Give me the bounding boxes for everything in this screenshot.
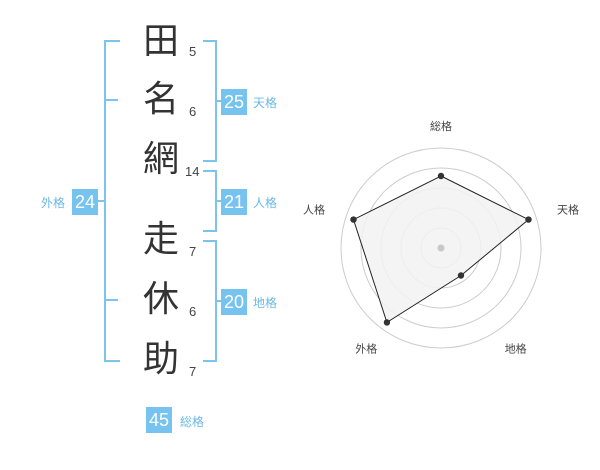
radar-ring (360, 167, 522, 329)
tenkaku-value: 25 (221, 89, 247, 115)
gaikaku-bracket-tick (104, 299, 118, 301)
soukaku-value: 45 (146, 407, 172, 433)
family-stroke-3: 14 (185, 164, 200, 179)
given-stroke-2: 6 (189, 304, 197, 319)
radar-point-5 (350, 216, 357, 223)
radar-ring (340, 147, 542, 349)
radar-axis-label-1: 総格 (430, 119, 452, 133)
chikaku-connector (215, 300, 223, 302)
radar-axis-label-3: 地格 (505, 342, 527, 356)
chikaku-value: 20 (221, 289, 247, 315)
radar-center-dot (437, 244, 445, 252)
family-char-2: 名 (142, 79, 179, 120)
given-char-1: 走 (142, 219, 179, 260)
family-char-3: 網 (142, 139, 179, 180)
tenkaku-label: 天格 (253, 96, 278, 110)
radar-point-3 (457, 272, 465, 279)
gaikaku-bracket-tick (104, 99, 118, 101)
radar-point-2 (525, 216, 532, 223)
jinkaku-value: 21 (221, 189, 247, 215)
radar-point-4 (383, 319, 391, 326)
given-char-3: 助 (142, 339, 179, 380)
radar-points (350, 172, 532, 326)
gaikaku-value: 24 (72, 189, 98, 215)
tenkaku-connector (215, 100, 223, 102)
radar-axis-label-5: 人格 (303, 202, 325, 216)
radar-axis-label-2: 天格 (557, 202, 579, 216)
family-char-1: 田 (142, 21, 179, 62)
gaikaku-connector (96, 200, 106, 202)
given-stroke-1: 7 (189, 244, 197, 259)
family-stroke-1: 5 (189, 44, 197, 59)
radar-point-1 (437, 172, 445, 180)
family-stroke-2: 6 (189, 104, 197, 119)
gaikaku-label: 外格 (41, 196, 66, 210)
jinkaku-label: 人格 (253, 196, 278, 210)
given-stroke-3: 7 (189, 364, 197, 379)
jinkaku-connector (215, 200, 223, 202)
given-char-2: 休 (142, 279, 179, 320)
soukaku-label: 総格 (180, 415, 205, 429)
chikaku-label: 地格 (253, 296, 278, 310)
radar-axis-label-4: 外格 (355, 342, 377, 356)
